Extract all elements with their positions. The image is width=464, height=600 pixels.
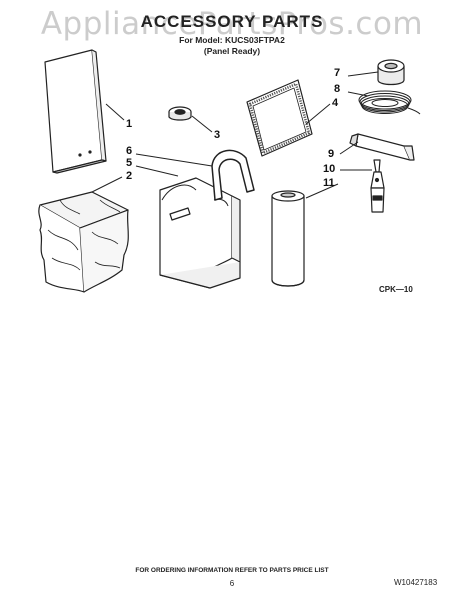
callout-5: 5 [126, 157, 133, 169]
callout-8: 8 [334, 83, 341, 95]
spray-bottle-part [370, 159, 385, 213]
ordering-note: FOR ORDERING INFORMATION REFER TO PARTS … [135, 567, 329, 574]
callout-9: 9 [328, 148, 335, 160]
callout-10: 10 [323, 163, 336, 175]
callout-6: 6 [126, 145, 133, 157]
callout-11: 11 [323, 177, 335, 189]
page-title: ACCESSORY PARTS [140, 12, 324, 31]
cleaner-can-part [271, 190, 305, 287]
callout-2: 2 [126, 170, 133, 182]
callout-7: 7 [334, 67, 341, 79]
gasket-frame-part [246, 79, 313, 157]
bin-liner-part [38, 191, 129, 293]
callout-1: 1 [126, 118, 133, 130]
variant-line: (Panel Ready) [203, 46, 261, 56]
page-number: 6 [229, 579, 235, 588]
tape-roll-part [377, 59, 405, 86]
grommet-part [168, 106, 192, 121]
leader-lines [91, 71, 379, 199]
u-seal-part [211, 149, 255, 201]
diagram-code: CPK—10 [379, 285, 413, 294]
scoop-holder-part [159, 177, 241, 289]
callout-3: 3 [214, 129, 221, 141]
lubricant-tube-part [349, 133, 415, 161]
watermark: AppliancePartsPros.com [40, 6, 424, 42]
drain-tube-coil-part [358, 90, 421, 115]
door-panel-part [44, 49, 107, 174]
callout-4: 4 [332, 97, 339, 109]
model-line: For Model: KUCS03FTPA2 [179, 35, 285, 45]
document-id: W10427183 [394, 578, 438, 587]
